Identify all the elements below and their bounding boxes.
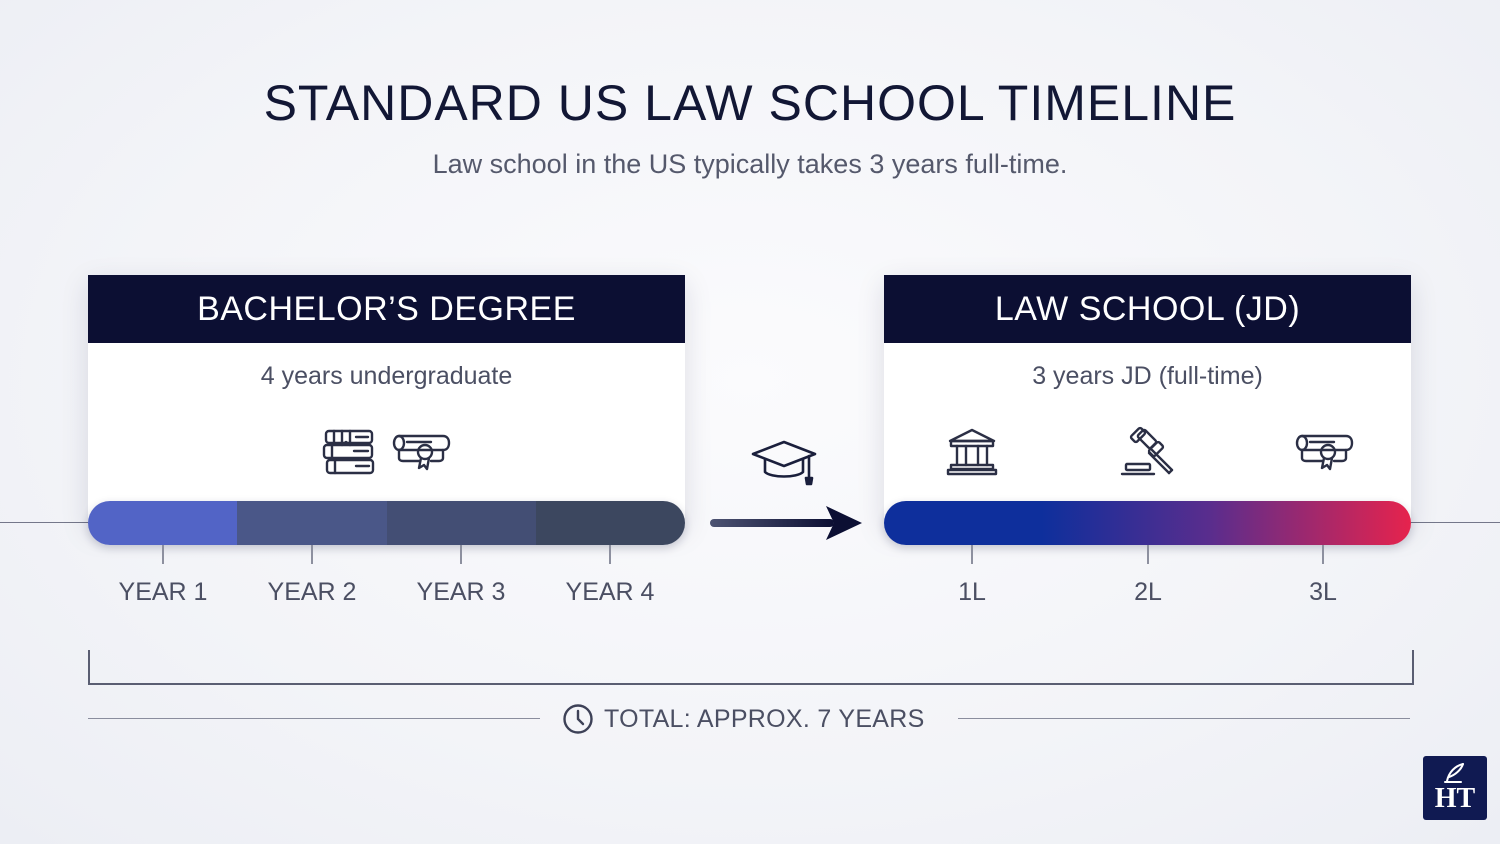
year-3-label: YEAR 3 xyxy=(416,578,506,606)
law-school-card-subtitle: 3 years JD (full-time) xyxy=(1032,362,1263,390)
1l-label: 1L xyxy=(958,578,986,606)
year-4-tick xyxy=(609,545,611,564)
3l-label: 3L xyxy=(1309,578,1337,606)
bachelor-year-segment xyxy=(386,501,536,545)
timeline-baseline-right xyxy=(1408,522,1500,523)
ht-logo: HT xyxy=(1423,756,1487,820)
diploma-icon xyxy=(391,430,451,472)
law-school-card-title: LAW SCHOOL (JD) xyxy=(884,275,1411,343)
arrow-right-icon xyxy=(708,504,864,542)
bachelor-card-title: BACHELOR’S DEGREE xyxy=(88,275,685,343)
bachelor-timeline-bar xyxy=(88,501,685,545)
courthouse-icon xyxy=(946,427,998,477)
gavel-icon xyxy=(1120,426,1176,478)
law-school-card: LAW SCHOOL (JD) 3 years JD (full-time) xyxy=(884,275,1411,525)
law-school-year-segment xyxy=(1235,501,1411,545)
year-1-label: YEAR 1 xyxy=(118,578,208,606)
quill-icon xyxy=(1423,761,1487,793)
law-school-timeline-bar xyxy=(884,501,1411,545)
year-2-tick xyxy=(311,545,313,564)
total-line-left xyxy=(88,718,540,719)
bachelor-card: BACHELOR’S DEGREE 4 years undergraduate xyxy=(88,275,685,525)
law-school-year-segment xyxy=(1060,501,1236,545)
page-subtitle: Law school in the US typically takes 3 y… xyxy=(432,149,1068,179)
1l-tick xyxy=(971,545,973,564)
timeline-baseline-left xyxy=(0,522,90,523)
bachelor-year-segment xyxy=(88,501,238,545)
3l-tick xyxy=(1322,545,1324,564)
page-title: STANDARD US LAW SCHOOL TIMELINE xyxy=(263,75,1237,131)
2l-label: 2L xyxy=(1134,578,1162,606)
law-school-year-segment xyxy=(884,501,1060,545)
bachelor-card-subtitle: 4 years undergraduate xyxy=(260,362,513,390)
total-line-right xyxy=(958,718,1410,719)
2l-tick xyxy=(1147,545,1149,564)
year-2-label: YEAR 2 xyxy=(267,578,357,606)
diploma-icon xyxy=(1294,430,1354,472)
total-bracket xyxy=(88,650,1414,685)
total-duration-label: TOTAL: APPROX. 7 YEARS xyxy=(604,704,925,733)
bachelor-year-segment xyxy=(535,501,685,545)
year-3-tick xyxy=(460,545,462,564)
year-1-tick xyxy=(162,545,164,564)
bachelor-year-segment xyxy=(237,501,387,545)
graduation-cap-icon xyxy=(751,438,817,488)
clock-icon xyxy=(562,703,594,735)
year-4-label: YEAR 4 xyxy=(565,578,655,606)
logo-text: HT xyxy=(1434,783,1476,814)
books-icon xyxy=(322,428,378,476)
total-duration: TOTAL: APPROX. 7 YEARS xyxy=(562,703,925,735)
